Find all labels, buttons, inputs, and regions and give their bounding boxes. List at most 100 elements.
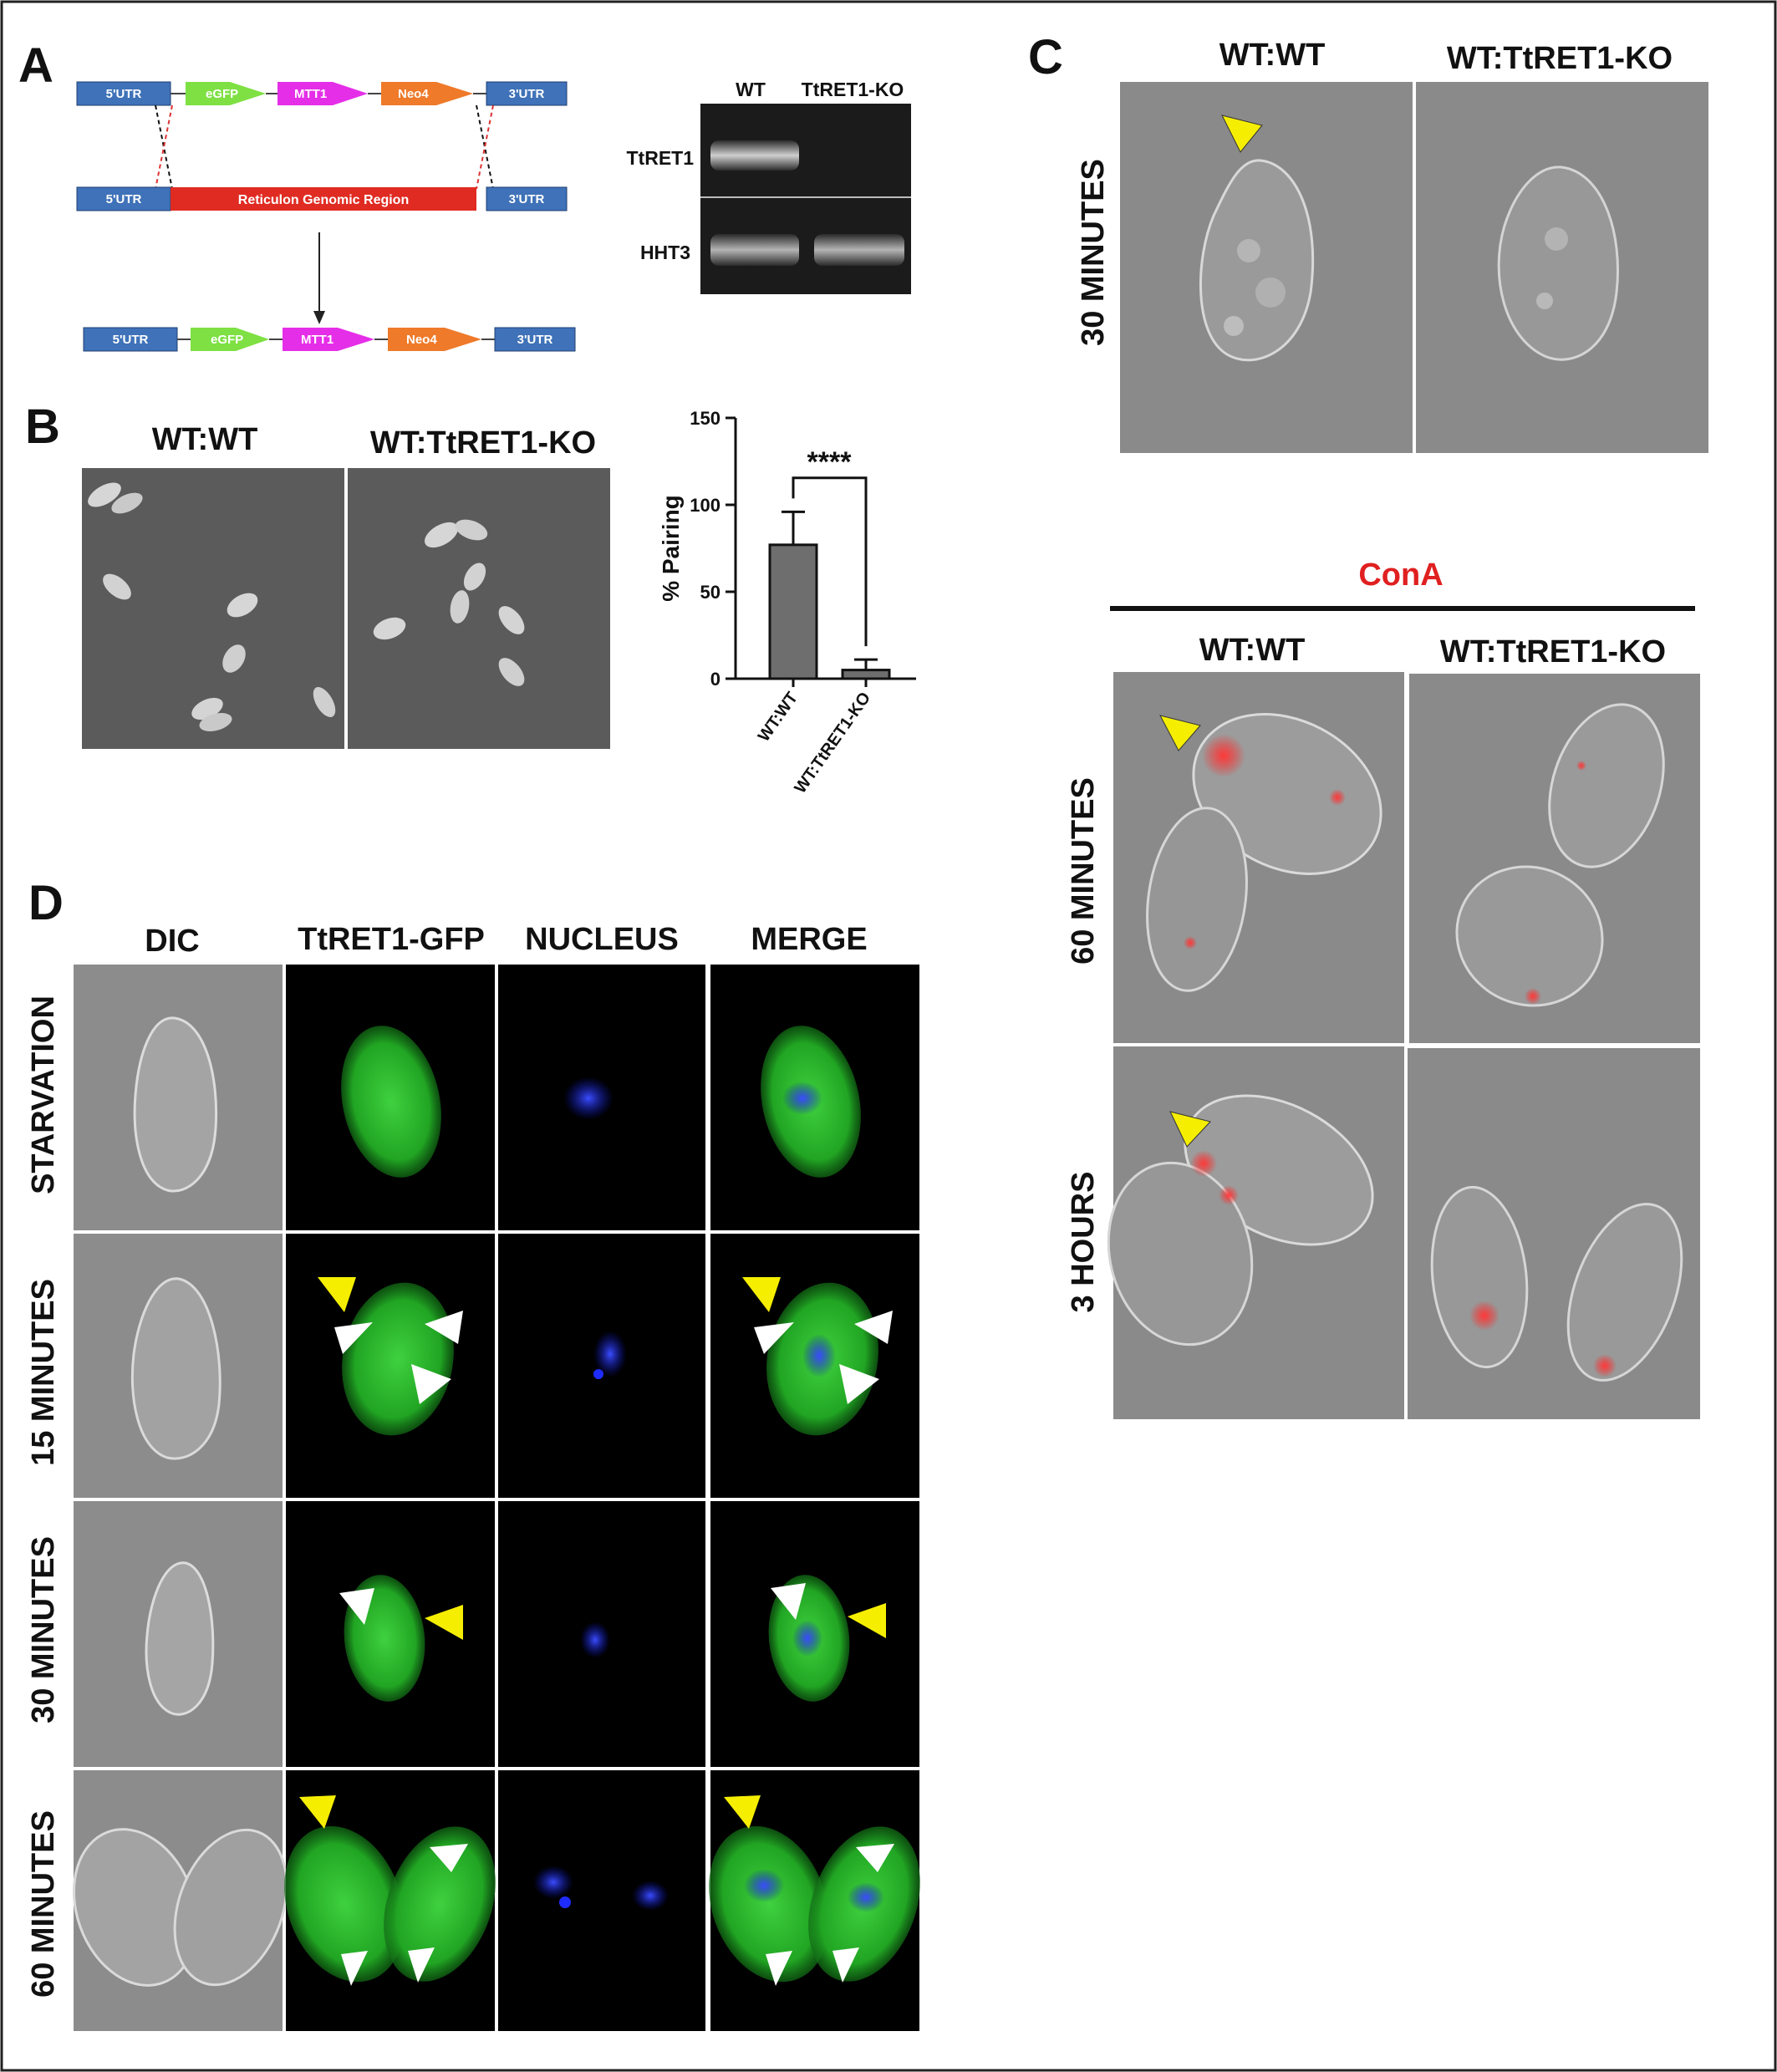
d-60min-gfp bbox=[284, 1770, 496, 2031]
d-30min-nucleus bbox=[498, 1501, 705, 1767]
panel-letter-c: C bbox=[1028, 30, 1063, 84]
construct-bottom-mtt1-label: MTT1 bbox=[301, 333, 334, 347]
white-arrowhead bbox=[832, 1947, 859, 1983]
d-15min-nucleus bbox=[498, 1234, 705, 1498]
construct-top-utr5 bbox=[76, 81, 171, 106]
gel-band-hht3-ko bbox=[814, 234, 904, 266]
d-col-dic: DIC bbox=[145, 924, 199, 959]
gel-row-ttret1: TtRET1 bbox=[627, 147, 695, 169]
d-60min-nucleus bbox=[498, 1770, 705, 2031]
c-row-3h: 3 HOURS bbox=[1066, 1172, 1101, 1313]
construct-top-mtt1 bbox=[277, 82, 368, 105]
yellow-arrowhead bbox=[425, 1605, 463, 1640]
d-30min-merge bbox=[710, 1501, 919, 1767]
d-60min-dic bbox=[72, 1770, 288, 2031]
d-starvation-nucleus bbox=[498, 965, 705, 1230]
d-15min-merge bbox=[710, 1234, 919, 1498]
gel-column-wt: WT bbox=[736, 79, 766, 100]
c-cona-label: ConA bbox=[1358, 557, 1443, 593]
c-image-30min-wt bbox=[1120, 82, 1413, 453]
d-row-30min: 30 MINUTES bbox=[26, 1536, 61, 1723]
c-image-3h-wt bbox=[1107, 1046, 1404, 1419]
genomic-locus: 5'UTR Reticulon Genomic Region 3'UTR bbox=[76, 186, 568, 211]
panel-letter-b: B bbox=[25, 400, 60, 454]
d-30min-gfp bbox=[286, 1501, 495, 1767]
chart-y-tick-label: 100 bbox=[690, 495, 720, 516]
d-starvation-gfp bbox=[286, 965, 495, 1230]
d-starvation-merge bbox=[710, 965, 919, 1230]
gel-band-ttret1-wt bbox=[710, 140, 799, 171]
construct-top-utr3 bbox=[486, 81, 568, 106]
panel-letter-a: A bbox=[18, 38, 53, 93]
white-arrowhead bbox=[771, 1583, 806, 1620]
white-arrowhead bbox=[341, 1951, 368, 1986]
chart-y-tick-label: 50 bbox=[700, 582, 720, 603]
d-60min-merge bbox=[709, 1770, 920, 2031]
yellow-arrowhead bbox=[299, 1795, 336, 1829]
construct-top: 5'UTR eGFP MTT1 Neo4 3'UTR bbox=[76, 81, 568, 106]
d-row-starvation: STARVATION bbox=[26, 995, 61, 1194]
d-row-60min: 60 MINUTES bbox=[26, 1810, 61, 1998]
construct-bottom-utr5-label: 5'UTR bbox=[113, 333, 149, 347]
d-col-gfp: TtRET1-GFP bbox=[298, 922, 485, 957]
significance-bracket bbox=[792, 476, 868, 647]
white-arrowhead bbox=[430, 1844, 468, 1872]
c-image-60min-ko bbox=[1409, 674, 1700, 1043]
construct-top-neo4 bbox=[381, 82, 473, 105]
construct-top-neo4-label: Neo4 bbox=[398, 87, 429, 101]
yellow-arrowhead bbox=[1169, 1111, 1211, 1148]
d-row-15min: 15 MINUTES bbox=[26, 1279, 61, 1466]
yellow-arrowhead bbox=[318, 1277, 356, 1312]
d-30min-dic bbox=[74, 1501, 283, 1767]
c-cona-col-ko: WT:TtRET1-KO bbox=[1440, 634, 1666, 669]
construct-top-egfp-label: eGFP bbox=[206, 87, 238, 101]
c-row-60min: 60 MINUTES bbox=[1066, 777, 1101, 965]
construct-bottom-egfp-label: eGFP bbox=[211, 333, 243, 347]
genomic-utr3-label: 3'UTR bbox=[509, 192, 545, 206]
b-label-wt: WT:WT bbox=[152, 422, 258, 457]
d-starvation-dic bbox=[74, 965, 283, 1230]
chart-bar bbox=[841, 669, 891, 680]
c-image-60min-wt bbox=[1113, 672, 1404, 1043]
significance-stars: **** bbox=[807, 446, 853, 478]
white-arrowhead bbox=[408, 1947, 435, 1983]
construct-bottom-neo4-label: Neo4 bbox=[406, 333, 437, 347]
yellow-arrowhead bbox=[848, 1603, 886, 1638]
b-image-wt bbox=[82, 468, 344, 749]
c-row-30min: 30 MINUTES bbox=[1076, 159, 1111, 346]
c-col-wt: WT:WT bbox=[1219, 38, 1326, 73]
construct-top-utr5-label: 5'UTR bbox=[106, 87, 142, 101]
yellow-arrowhead bbox=[742, 1277, 781, 1312]
white-arrowhead bbox=[839, 1364, 879, 1404]
c-image-3h-ko bbox=[1408, 1048, 1700, 1419]
chart-y-tick-label: 0 bbox=[710, 669, 720, 690]
construct-top-egfp bbox=[186, 82, 266, 105]
d-col-merge: MERGE bbox=[751, 922, 867, 957]
c-cona-col-wt: WT:WT bbox=[1199, 633, 1306, 668]
construct-bottom: 5'UTR eGFP MTT1 Neo4 3'UTR bbox=[83, 327, 576, 352]
white-arrowhead bbox=[766, 1951, 792, 1986]
chart-bar bbox=[768, 543, 818, 680]
b-label-ko: WT:TtRET1-KO bbox=[370, 425, 596, 461]
recombination-lines bbox=[155, 104, 494, 190]
pcr-gel: WT TtRET1-KO TtRET1 HHT3 bbox=[627, 79, 911, 294]
b-image-ko bbox=[348, 468, 610, 749]
panel-letter-d: D bbox=[28, 876, 64, 930]
yellow-arrowhead bbox=[1221, 115, 1263, 153]
construct-bottom-utr3-label: 3'UTR bbox=[517, 333, 553, 347]
white-arrowhead bbox=[425, 1311, 463, 1344]
chart-y-label: % Pairing bbox=[658, 495, 684, 602]
d-col-nucleus: NUCLEUS bbox=[525, 922, 679, 957]
gel-band-hht3-wt bbox=[710, 234, 799, 266]
d-15min-dic bbox=[74, 1234, 283, 1498]
d-15min-gfp bbox=[286, 1234, 495, 1498]
white-arrowhead bbox=[856, 1844, 894, 1872]
gel-column-ko: TtRET1-KO bbox=[802, 79, 904, 100]
white-arrowhead bbox=[334, 1322, 373, 1354]
gel-row-hht3: HHT3 bbox=[640, 242, 690, 263]
white-arrowhead bbox=[411, 1364, 451, 1404]
recombination-arrow bbox=[313, 232, 325, 324]
yellow-arrowhead bbox=[1159, 715, 1201, 751]
c-image-30min-ko bbox=[1416, 82, 1708, 453]
genomic-region-label: Reticulon Genomic Region bbox=[238, 193, 409, 207]
